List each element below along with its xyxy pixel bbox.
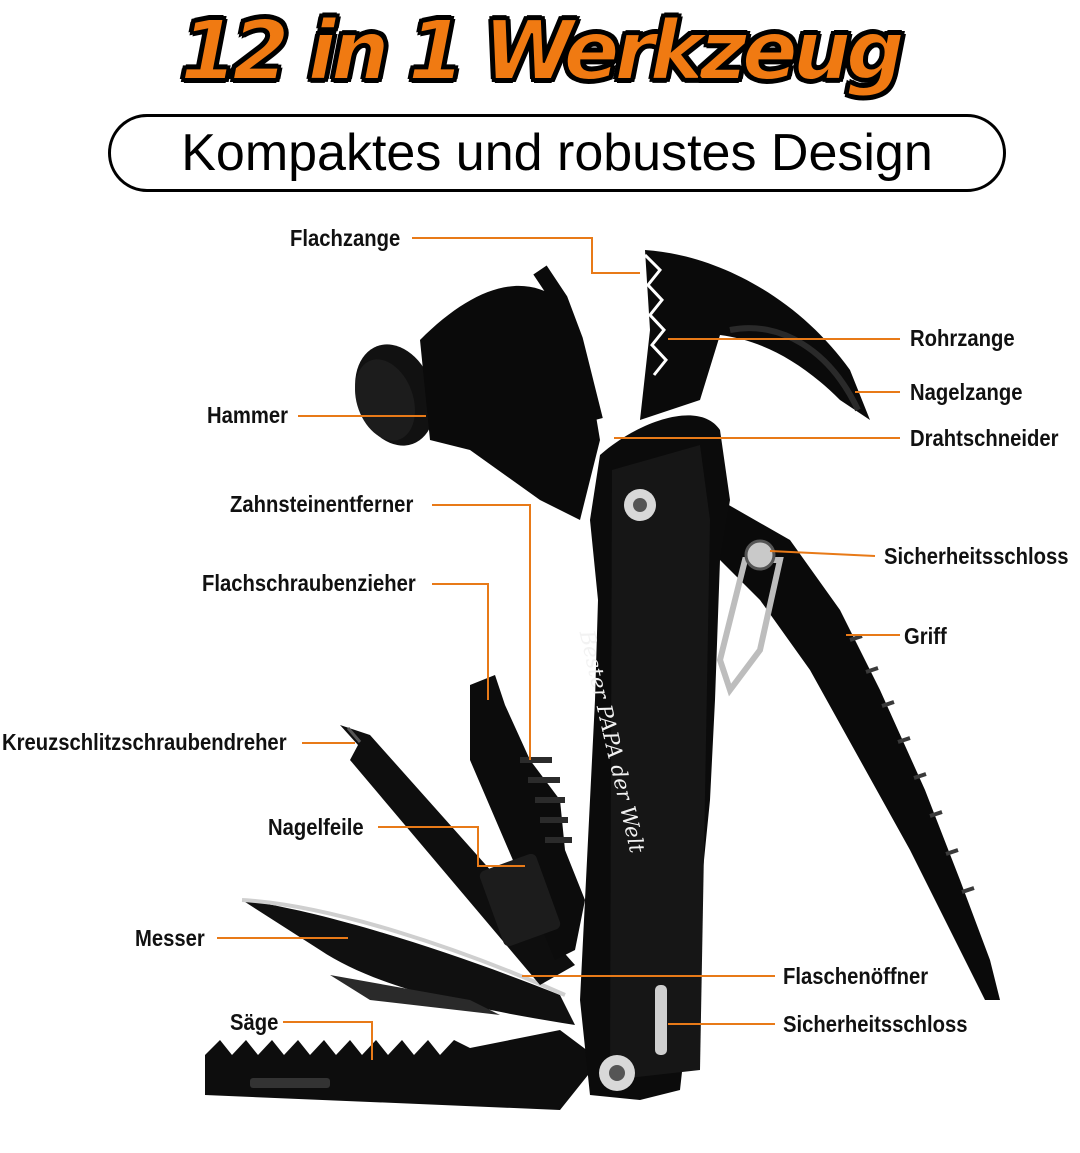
label-hammer: Hammer [207,402,289,428]
label-griff: Griff [904,623,947,649]
hammer-head [355,265,603,520]
label-drahtschneider: Drahtschneider [910,425,1059,451]
line-sicherheitsschloss-top [769,550,876,557]
label-flaschenoeffner: Flaschenöffner [783,963,929,989]
line-flachschraubenzieher [432,583,489,700]
label-kreuzschlitzschraubendreher: Kreuzschlitzschraubendreher [2,729,287,755]
line-nagelfeile [378,826,525,867]
saw-blade [205,1030,600,1110]
grip [720,500,1000,1000]
label-flachzange: Flachzange [290,225,401,251]
label-sicherheitsschloss-top: Sicherheitsschloss [884,543,1069,569]
headline: 12 in 1 Werkzeug [179,3,906,100]
label-sicherheitsschloss-bottom: Sicherheitsschloss [783,1011,968,1037]
label-saege: Säge [230,1009,279,1035]
line-zahnsteinentferner [432,504,531,760]
subtitle: Kompaktes und robustes Design [181,124,933,182]
nail-file [470,675,585,960]
subtitle-pill: Kompaktes und robustes Design [108,114,1006,192]
label-zahnsteinentferner: Zahnsteinentferner [230,491,414,517]
line-flachzange [412,237,640,274]
label-nagelfeile: Nagelfeile [268,814,364,840]
label-rohrzange: Rohrzange [910,325,1015,351]
label-nagelzange: Nagelzange [910,379,1023,405]
label-flachschraubenzieher: Flachschraubenzieher [202,570,416,596]
carabiner-clip [716,539,784,697]
line-saege [283,1021,373,1060]
pliers-jaw [640,250,870,420]
label-messer: Messer [135,925,205,951]
tool-body [580,415,730,1100]
